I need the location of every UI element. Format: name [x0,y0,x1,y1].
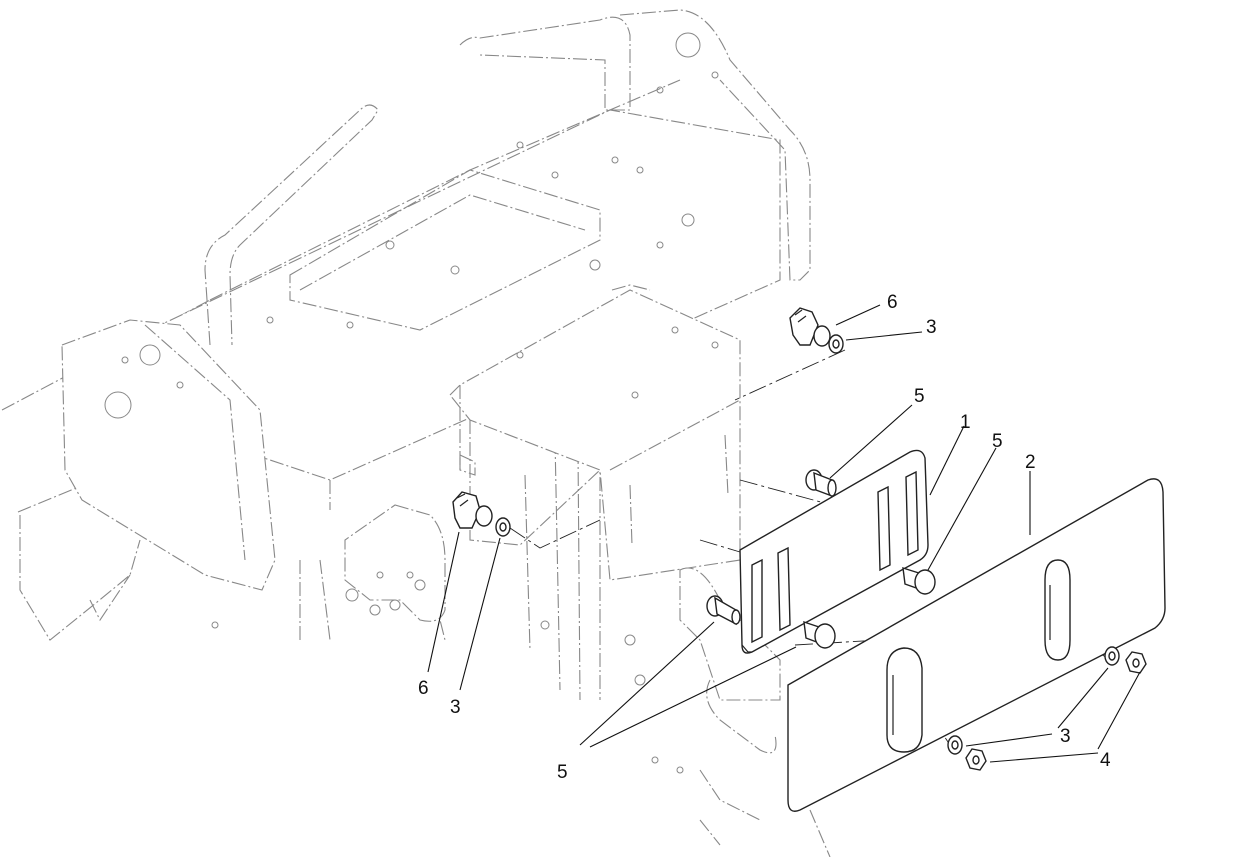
knob [789,307,831,347]
washer [1104,646,1120,666]
callout-5-bottom: 5 [557,762,568,783]
carriage-bolt [902,567,936,595]
washer [947,735,963,755]
callouts: 6 3 5 1 5 2 6 3 5 3 4 [418,292,1111,783]
washer [828,334,844,354]
callout-5-right: 5 [992,431,1003,452]
callout-5-upper: 5 [914,386,925,407]
callout-3-top: 3 [926,317,937,338]
leader-lines [427,304,1141,763]
nut [1125,651,1147,674]
callout-6-left: 6 [418,678,429,699]
callout-3-bottom: 3 [1060,726,1071,747]
knob [452,491,493,529]
washers [495,334,1120,755]
carriage-bolts [706,469,936,649]
nut [965,748,987,771]
callout-4: 4 [1100,750,1111,771]
carriage-bolt [706,595,741,626]
machine-frame-ghost [1,9,831,857]
mounting-plate [739,449,929,654]
callout-2: 2 [1025,452,1036,473]
carriage-bolt [803,620,836,649]
callout-3-left: 3 [450,697,461,718]
callout-1: 1 [960,412,971,433]
weight-plate [787,478,1166,812]
carriage-bolt [805,469,837,498]
callout-6-top: 6 [887,292,898,313]
nuts [965,651,1147,771]
washer [495,517,511,537]
